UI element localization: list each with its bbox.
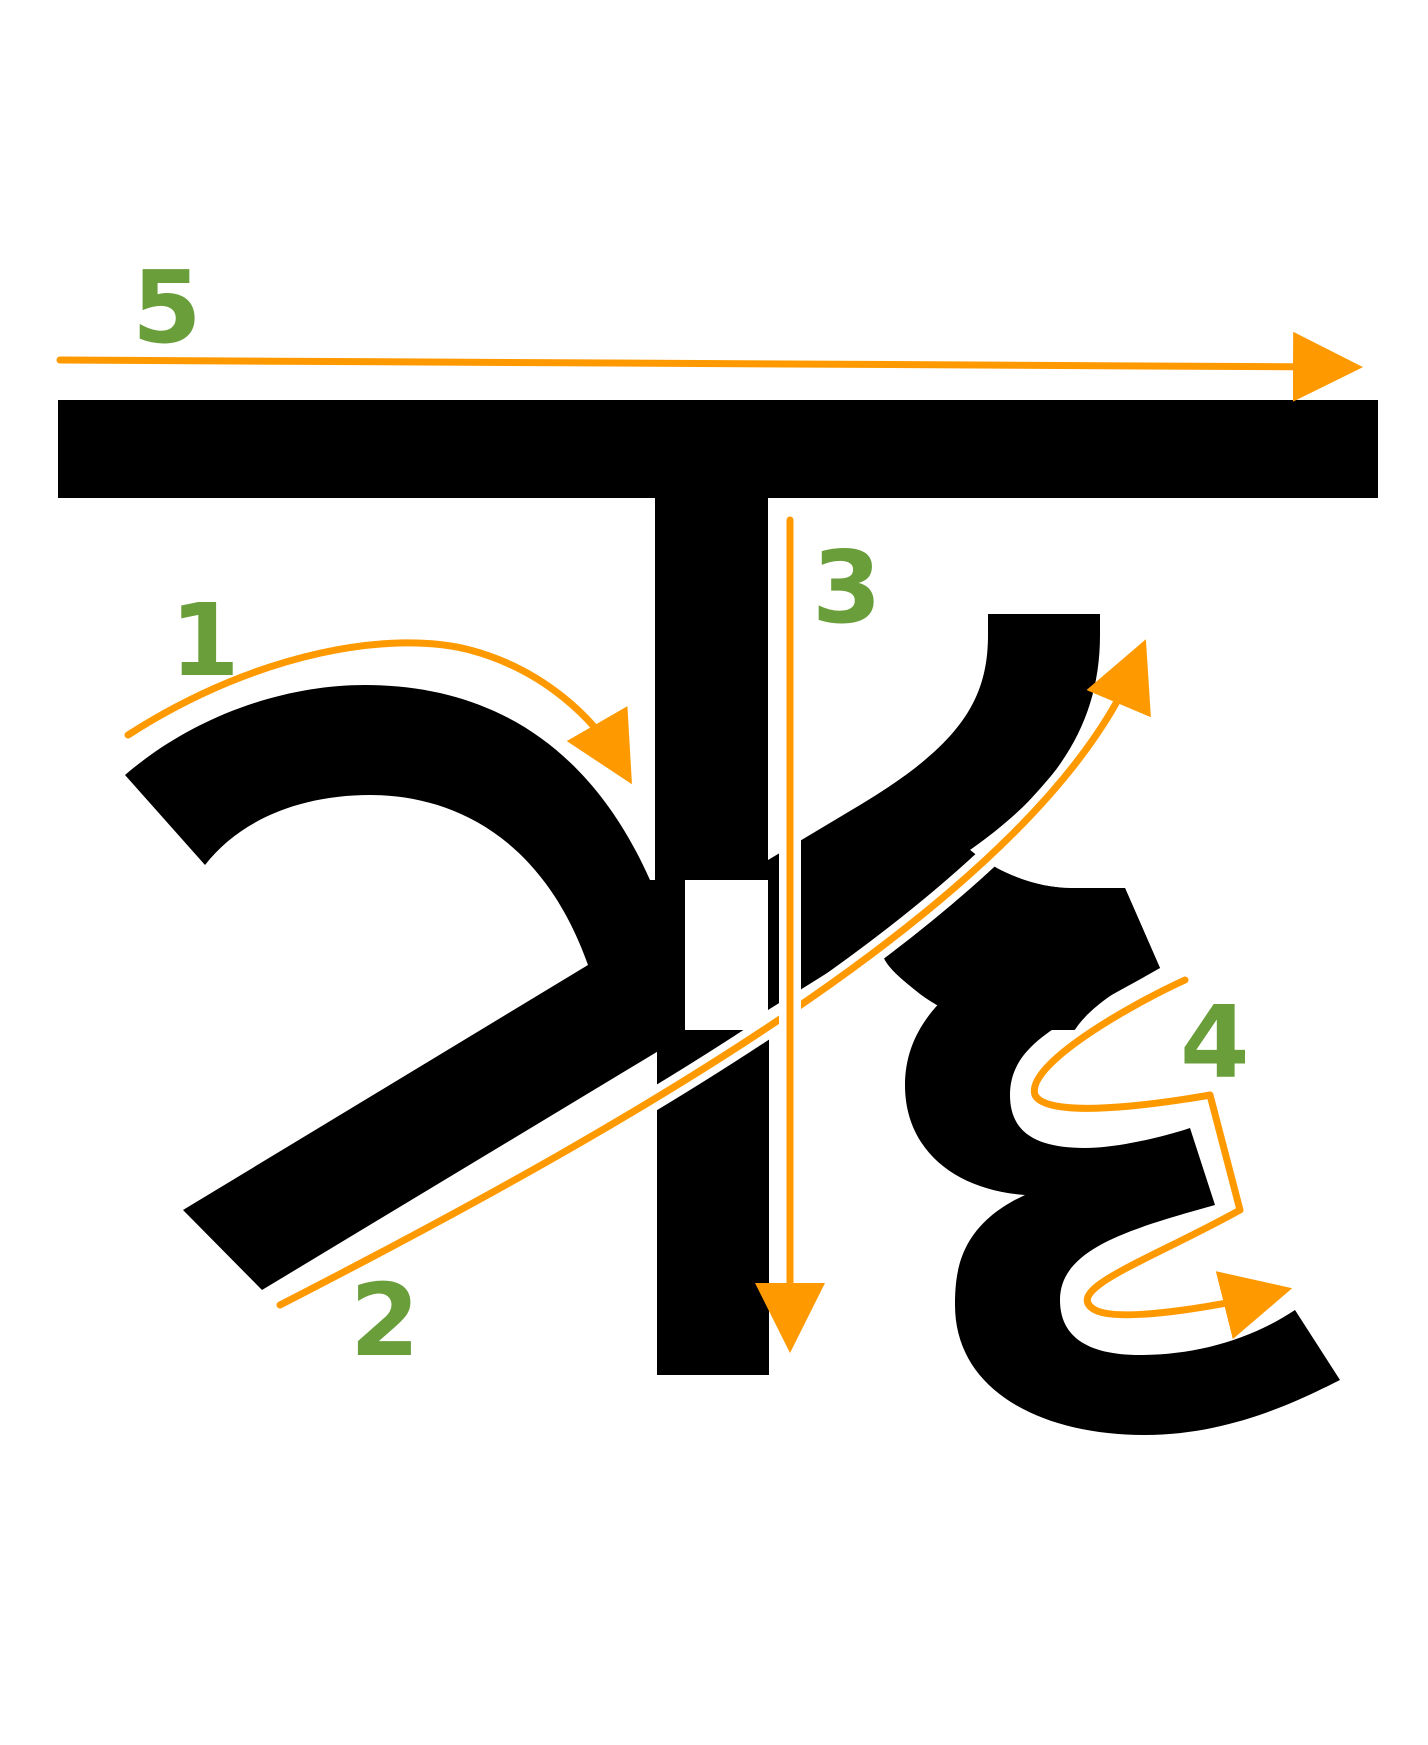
glyph-vertical-stem-upper [655, 498, 768, 880]
stroke-numbers: 5 1 3 4 2 [132, 249, 1250, 1379]
glyph-left-arch [125, 685, 685, 1290]
stroke-4-arrow [1030, 976, 1293, 1340]
stroke-5-arrow [56, 331, 1363, 402]
stroke-number-5: 5 [132, 249, 202, 366]
stroke-number-4: 4 [1180, 984, 1250, 1101]
stroke-1-arrow [124, 639, 632, 785]
stroke-2-arrow [276, 639, 1151, 1309]
letter-glyph [58, 400, 1378, 1435]
stroke-number-2: 2 [350, 1262, 420, 1379]
glyph-headline-bar [58, 400, 1378, 498]
stroke-number-1: 1 [170, 582, 240, 699]
glyph-right-loop [885, 850, 1340, 1435]
stroke-arrows [49, 331, 1363, 1353]
stroke-number-3: 3 [812, 529, 882, 646]
